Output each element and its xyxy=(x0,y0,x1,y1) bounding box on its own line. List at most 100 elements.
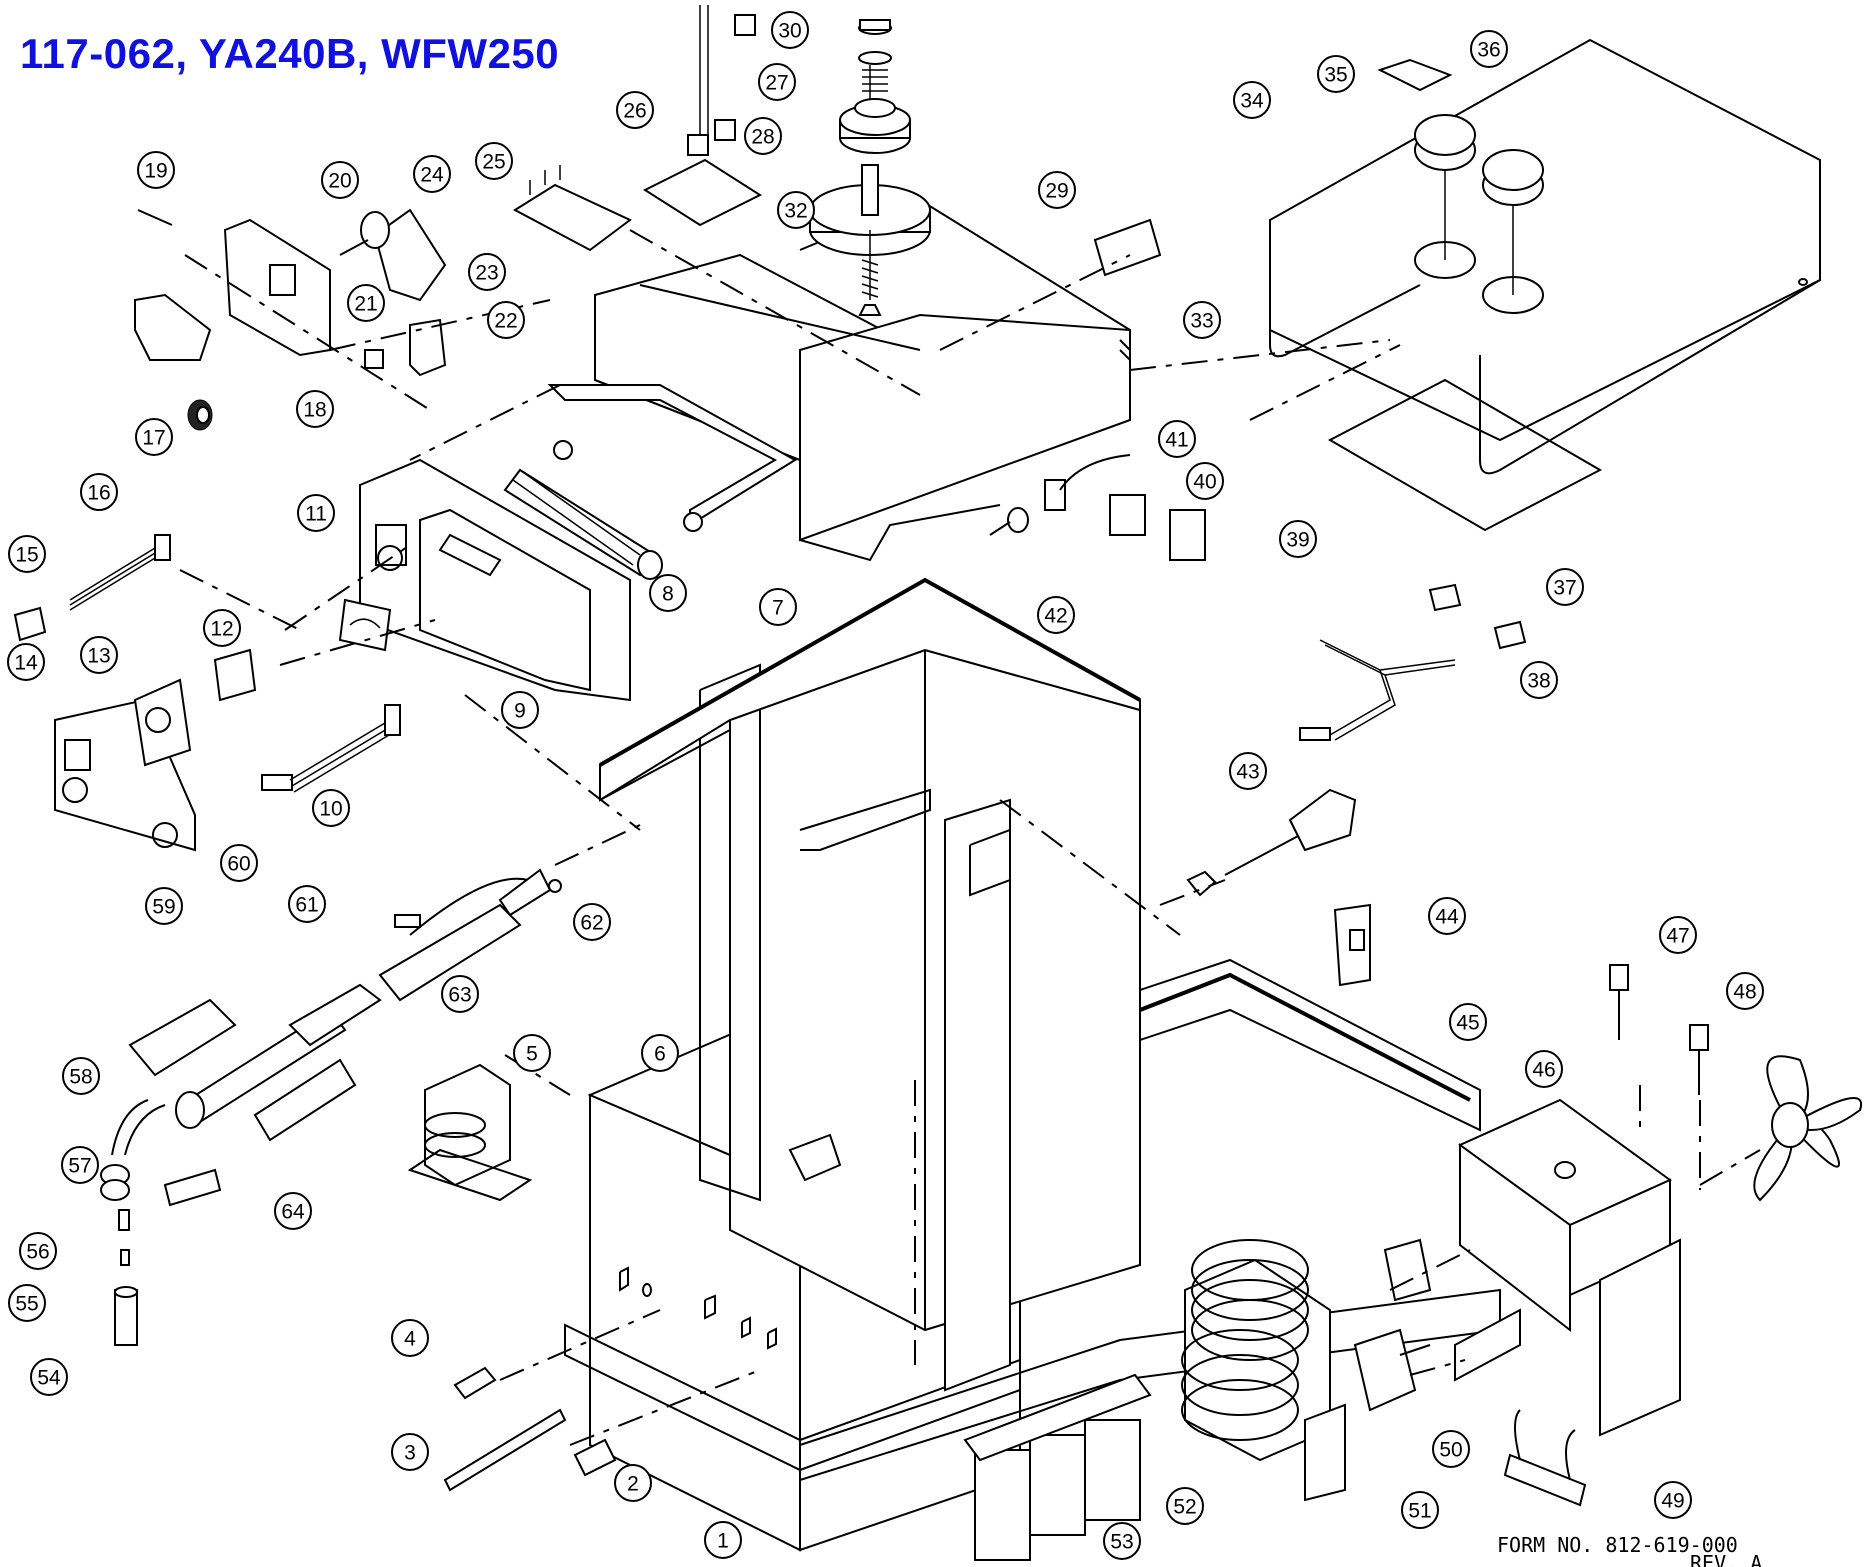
callout-label: 15 xyxy=(15,544,38,567)
callout-26: 26 xyxy=(616,91,654,129)
callout-label: 11 xyxy=(305,503,327,526)
callout-46: 46 xyxy=(1525,1050,1563,1088)
callout-label: 59 xyxy=(152,896,175,919)
callout-label: 27 xyxy=(765,72,788,95)
callout-label: 42 xyxy=(1044,605,1067,628)
callout-4: 4 xyxy=(391,1319,429,1357)
callout-label: 28 xyxy=(751,126,774,149)
callout-6: 6 xyxy=(641,1034,679,1072)
callout-label: 13 xyxy=(87,645,110,668)
callout-circle xyxy=(1520,661,1558,699)
callout-circle xyxy=(1654,1481,1692,1519)
callout-circle xyxy=(513,1034,551,1072)
callout-circle xyxy=(487,301,525,339)
callout-circle xyxy=(501,691,539,729)
callout-circle xyxy=(1401,1491,1439,1529)
callout-label: 34 xyxy=(1240,90,1264,113)
callout-40: 40 xyxy=(1186,462,1224,500)
callout-63: 63 xyxy=(441,975,479,1013)
callout-label: 23 xyxy=(475,262,498,285)
callout-51: 51 xyxy=(1401,1491,1439,1529)
callout-20: 20 xyxy=(321,161,359,199)
callout-label: 6 xyxy=(654,1043,666,1066)
callout-14: 14 xyxy=(7,643,45,681)
callout-5: 5 xyxy=(513,1034,551,1072)
callout-label: 2 xyxy=(627,1473,639,1496)
callout-37: 37 xyxy=(1546,568,1584,606)
callout-21: 21 xyxy=(347,284,385,322)
callout-41: 41 xyxy=(1158,420,1196,458)
callout-circle xyxy=(1525,1050,1563,1088)
callout-label: 10 xyxy=(319,798,342,821)
front-panel xyxy=(338,458,631,702)
callout-label: 26 xyxy=(623,100,646,123)
callout-label: 8 xyxy=(662,583,674,606)
callout-7: 7 xyxy=(759,588,797,626)
callout-45: 45 xyxy=(1449,1003,1487,1041)
callout-label: 43 xyxy=(1236,761,1259,784)
callout-label: 44 xyxy=(1435,906,1459,929)
callout-circle xyxy=(137,151,175,189)
callout-circle xyxy=(758,63,796,101)
callout-9: 9 xyxy=(501,691,539,729)
callout-circle xyxy=(1037,596,1075,634)
callout-circle xyxy=(30,1358,68,1396)
callout-label: 62 xyxy=(580,912,603,935)
callout-54: 54 xyxy=(30,1358,68,1396)
callout-32: 32 xyxy=(777,191,815,229)
callout-label: 14 xyxy=(14,652,38,675)
callout-label: 4 xyxy=(404,1328,416,1351)
callout-circle xyxy=(1038,171,1076,209)
callout-3: 3 xyxy=(391,1433,429,1471)
callout-18: 18 xyxy=(296,390,334,428)
callout-label: 18 xyxy=(303,399,326,422)
callout-label: 50 xyxy=(1439,1439,1462,1462)
callout-38: 38 xyxy=(1520,661,1558,699)
callout-circle xyxy=(7,643,45,681)
callout-56: 56 xyxy=(19,1232,57,1270)
callout-circle xyxy=(135,418,173,456)
callout-circle xyxy=(296,390,334,428)
callout-48: 48 xyxy=(1726,972,1764,1010)
callout-label: 22 xyxy=(494,310,517,333)
callout-circle xyxy=(573,903,611,941)
front-handle xyxy=(503,384,797,580)
callout-label: 20 xyxy=(328,170,351,193)
transformer-5 xyxy=(407,1063,842,1202)
callout-42: 42 xyxy=(1037,596,1075,634)
callout-circle xyxy=(1103,1522,1141,1560)
callout-circle xyxy=(62,1057,100,1095)
callout-29: 29 xyxy=(1038,171,1076,209)
callout-circle xyxy=(1428,897,1466,935)
callout-label: 38 xyxy=(1527,670,1550,693)
callout-circle xyxy=(771,11,809,49)
callout-circle xyxy=(616,91,654,129)
callout-circle xyxy=(441,975,479,1013)
callout-label: 60 xyxy=(227,853,250,876)
callout-label: 46 xyxy=(1532,1059,1555,1082)
diagram-title: 117-062, YA240B, WFW250 xyxy=(20,30,560,77)
callout-36: 36 xyxy=(1470,30,1508,68)
callout-label: 64 xyxy=(281,1201,305,1224)
callout-57: 57 xyxy=(61,1146,99,1184)
callout-label: 36 xyxy=(1477,39,1500,62)
callout-label: 51 xyxy=(1408,1500,1431,1523)
callout-16: 16 xyxy=(80,473,118,511)
callout-label: 3 xyxy=(404,1442,416,1465)
callout-circle xyxy=(1229,752,1267,790)
callout-circle xyxy=(61,1146,99,1184)
top-cover xyxy=(1269,38,1821,650)
callout-62: 62 xyxy=(573,903,611,941)
callout-8: 8 xyxy=(649,574,687,612)
callout-circle xyxy=(1233,81,1271,119)
callout-label: 37 xyxy=(1553,577,1576,600)
leader-lines xyxy=(179,229,1761,1446)
callout-label: 5 xyxy=(526,1043,538,1066)
callout-circle xyxy=(8,1284,46,1322)
callout-60: 60 xyxy=(220,844,258,882)
callout-circle xyxy=(1279,520,1317,558)
callout-label: 52 xyxy=(1173,1496,1196,1519)
form-number: FORM NO. 812-619-000 xyxy=(1497,1533,1738,1557)
callout-circle xyxy=(649,574,687,612)
